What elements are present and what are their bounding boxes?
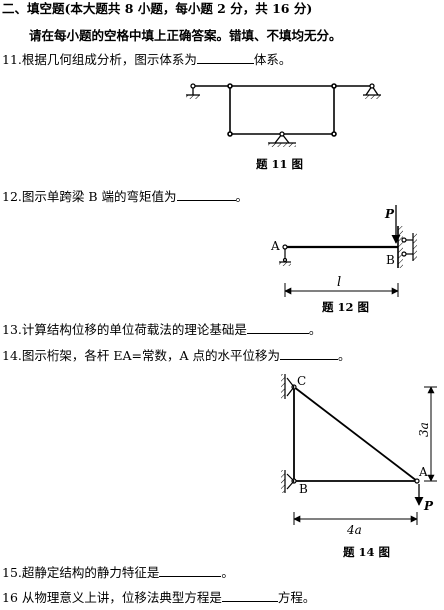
fig14-caption: 题 14 图 <box>343 545 391 559</box>
question-text: 图示桁架，各杆 EA=常数，A 点的水平位移为 <box>21 348 280 363</box>
fig12-dimension <box>284 283 399 297</box>
fig14-point-b-label: B <box>299 482 308 496</box>
section-instruction: 请在每小题的空格中填上正确答案。错填、不填均无分。 <box>29 28 342 43</box>
fig11-bottom-support-icon <box>268 131 296 147</box>
question-text-end: 。 <box>338 348 351 363</box>
answer-blank[interactable] <box>159 566 222 577</box>
fig12-beam <box>282 226 403 268</box>
question-number: 12. <box>2 189 22 204</box>
answer-blank[interactable] <box>196 53 254 64</box>
question-11: 11.根据几何组成分析，图示体系为 体系。 <box>2 52 291 68</box>
answer-blank[interactable] <box>246 323 309 334</box>
fig14-point-a-label: A <box>418 465 428 479</box>
fig14-truss <box>291 384 420 484</box>
fig12-support-b-icon <box>401 233 417 261</box>
question-13: 13.计算结构位移的单位荷载法的理论基础是 。 <box>2 322 321 338</box>
question-text-end: 。 <box>308 322 322 337</box>
question-text: 根据几何组成分析，图示体系为 <box>21 52 197 67</box>
fig12-support-a-icon <box>279 249 291 266</box>
question-16: 16 从物理意义上讲，位移法典型方程是 方程。 <box>2 590 315 606</box>
fig14-load-label: P <box>423 499 434 513</box>
fig12-point-a-label: A <box>270 239 280 253</box>
question-text: 图示单跨梁 B 端的弯矩值为 <box>21 189 177 204</box>
question-text-end: 体系。 <box>253 52 292 67</box>
question-text: 超静定结构的静力特征是 <box>21 565 160 580</box>
fig12-point-b-label: B <box>386 253 395 267</box>
fig12-caption: 题 12 图 <box>322 300 370 314</box>
answer-blank[interactable] <box>176 190 236 201</box>
question-text: 从物理意义上讲，位移法典型方程是 <box>17 590 222 605</box>
question-number: 15. <box>2 565 22 580</box>
question-15: 15.超静定结构的静力特征是 。 <box>2 565 234 581</box>
fig11-frame <box>193 83 372 137</box>
fig14-width-dimension <box>293 512 418 525</box>
question-number: 11. <box>2 52 22 67</box>
fig14-height-label: 3a <box>417 422 431 437</box>
fig12-load-label: P <box>384 207 395 221</box>
question-text-end: 。 <box>235 189 249 204</box>
fig14-height-dimension <box>424 386 437 482</box>
question-14: 14.图示桁架，各杆 EA=常数，A 点的水平位移为 。 <box>2 348 351 364</box>
fig11-right-support-icon <box>363 83 381 99</box>
answer-blank[interactable] <box>221 591 278 602</box>
fig14-support-b-icon <box>281 470 295 493</box>
fig14-point-c-label: C <box>297 374 306 388</box>
question-text: 计算结构位移的单位荷载法的理论基础是 <box>21 322 247 337</box>
question-text-end: 方程。 <box>277 590 316 605</box>
question-text-end: 。 <box>221 565 234 580</box>
fig12-span-label: l <box>337 275 341 290</box>
question-number: 14. <box>2 348 22 363</box>
fig11-caption: 题 11 图 <box>256 157 304 171</box>
question-number: 16 <box>2 590 18 605</box>
fig14-support-c-icon <box>281 374 295 399</box>
question-number: 13. <box>2 322 22 337</box>
answer-blank[interactable] <box>280 349 338 360</box>
fig11-left-support-icon <box>186 83 200 99</box>
question-12: 12.图示单跨梁 B 端的弯矩值为 。 <box>2 189 248 205</box>
section-title: 二、填空题(本大题共 8 小题，每小题 2 分，共 16 分) <box>2 1 313 16</box>
fig14-width-label: 4a <box>346 523 362 537</box>
